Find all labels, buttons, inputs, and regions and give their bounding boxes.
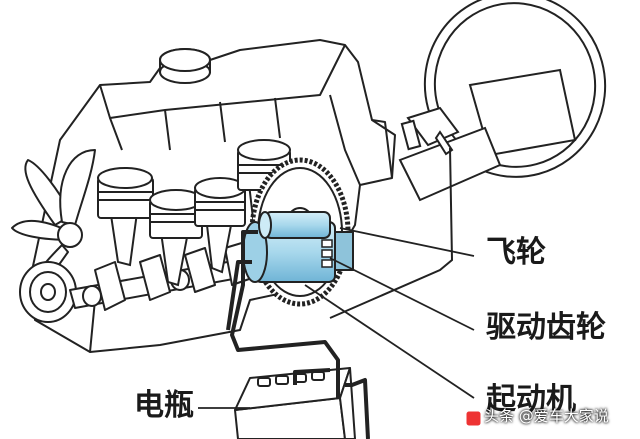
crank-pulley xyxy=(19,261,77,323)
steering-wheel xyxy=(398,0,607,202)
ignition-wire xyxy=(329,147,454,319)
leader-starter xyxy=(304,284,475,399)
leader-lines xyxy=(198,227,475,409)
label-starter-motor: 起动机 xyxy=(486,382,576,417)
ignition-switch xyxy=(400,106,460,156)
label-flywheel: 飞轮 xyxy=(486,235,546,270)
oil-filler-cap xyxy=(159,48,211,84)
piston-2 xyxy=(149,189,203,287)
label-drive-pinion: 驱动齿轮 xyxy=(486,310,606,345)
label-battery: 电瓶 xyxy=(134,388,194,423)
battery xyxy=(234,367,356,439)
wiring xyxy=(226,230,370,439)
starter-motor xyxy=(242,211,354,283)
leader-drive-pinion xyxy=(329,257,475,331)
watermark-text: 头条 @爱车大家说 xyxy=(484,407,609,425)
watermark-logo-icon xyxy=(465,410,482,427)
piston-3 xyxy=(194,177,246,274)
crankshaft xyxy=(69,241,256,311)
leader-flywheel xyxy=(339,227,475,257)
piston-1 xyxy=(97,167,154,267)
